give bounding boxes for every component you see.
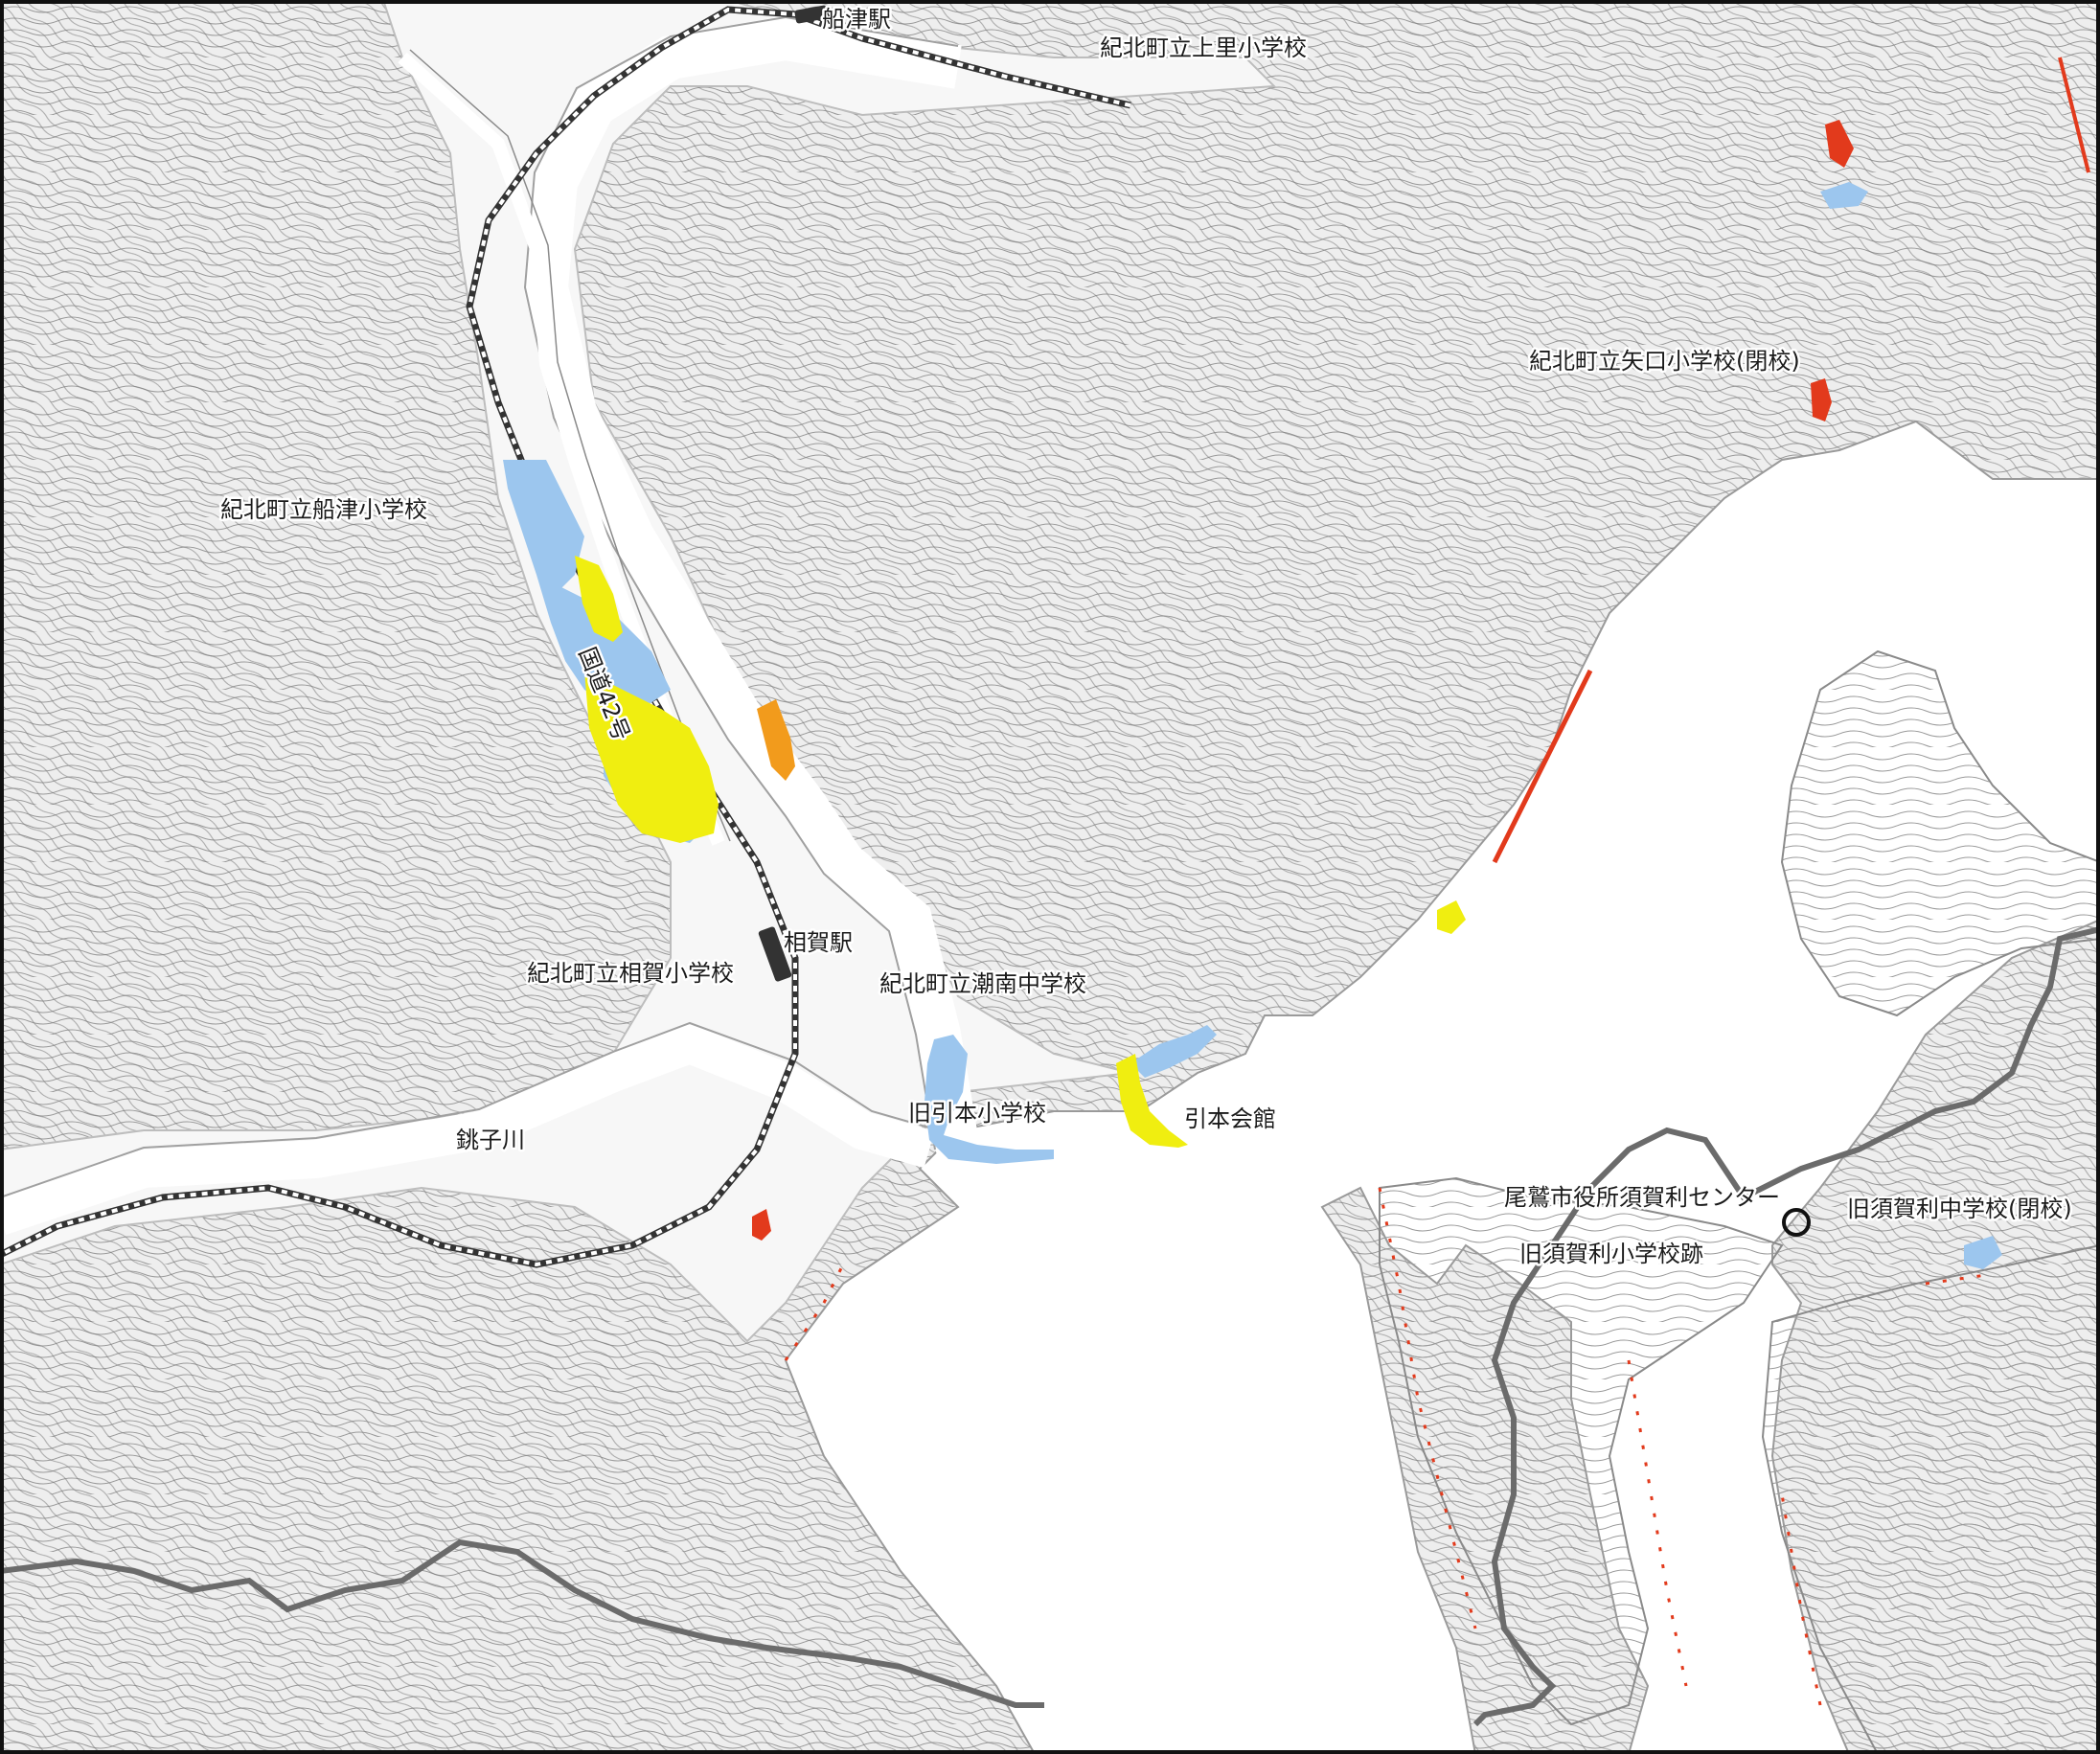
choshi-river [0, 1023, 935, 1235]
label-aika-school: 紀北町立相賀小学校 [527, 960, 734, 987]
municipal-boundary-south [0, 1538, 1044, 1708]
label-old-sugari-elementary: 旧須賀利小学校跡 [1519, 1241, 1703, 1267]
label-chonan-school: 紀北町立潮南中学校 [879, 970, 1086, 997]
station-icon [794, 5, 829, 24]
label-kamisato-school: 紀北町立上里小学校 [1100, 34, 1307, 61]
flood-zone-blue-funatsu-2 [536, 575, 671, 709]
flood-zone-blue-funatsu [503, 460, 584, 594]
flood-zone-yellow-route42 [661, 709, 714, 795]
circle-icon [1782, 1208, 1811, 1237]
label-aika-station: 相賀駅 [784, 929, 853, 956]
label-old-hikimoto-school: 旧引本小学校 [908, 1100, 1046, 1127]
funatsu-river [523, 15, 980, 1153]
flood-zone-blue-hikimoto-east [1130, 1025, 1217, 1078]
label-choshi-river: 銚子川 [456, 1127, 525, 1153]
south-east-headland [1761, 1243, 2100, 1754]
flood-zone-red-aika [752, 1209, 771, 1241]
flood-zone-red-yaguchi [1811, 378, 1832, 421]
flood-zone-red-coast-far-east [2058, 57, 2090, 173]
label-funatsu-station: 船津駅 [822, 6, 891, 33]
station-icon [758, 926, 792, 982]
flood-zone-yellow-aika-north [584, 671, 719, 843]
flood-zone-blue-yaguchi [1820, 182, 1868, 209]
flood-zone-red-coast-east [1492, 669, 1593, 864]
flood-zone-blue-hikimoto [924, 1035, 1054, 1164]
sugari-peninsula [1379, 1176, 1784, 1726]
flood-zone-yellow-funatsu-north [575, 556, 623, 642]
flood-zone-yellow-hikimoto [1116, 1054, 1188, 1148]
choshi-river-bank [0, 1021, 940, 1198]
route-42-road-edge [409, 49, 731, 842]
funatsu-river-bank [523, 15, 959, 1150]
label-owase-sugari-center: 尾鷲市役所須賀利センター [1504, 1184, 1780, 1211]
flood-zone-red-north-east [1825, 120, 1854, 168]
label-yaguchi-school: 紀北町立矢口小学校(閉校) [1529, 348, 1800, 375]
municipal-boundary-east [1472, 926, 2100, 1727]
railway-line-ties [0, 7, 1131, 1267]
flood-zone-orange-riverbank [757, 699, 795, 781]
route-42-road [398, 52, 725, 846]
flood-zone-blue-sugari [1964, 1236, 2002, 1269]
label-hikimoto-hall: 引本会館 [1184, 1105, 1276, 1132]
label-old-sugari-junior: 旧須賀利中学校(閉校) [1847, 1196, 2072, 1222]
flood-zone-yellow-east-shore [1437, 900, 1466, 934]
label-funatsu-school: 紀北町立船津小学校 [220, 496, 427, 523]
coast-hazard-dots [784, 1187, 1994, 1706]
